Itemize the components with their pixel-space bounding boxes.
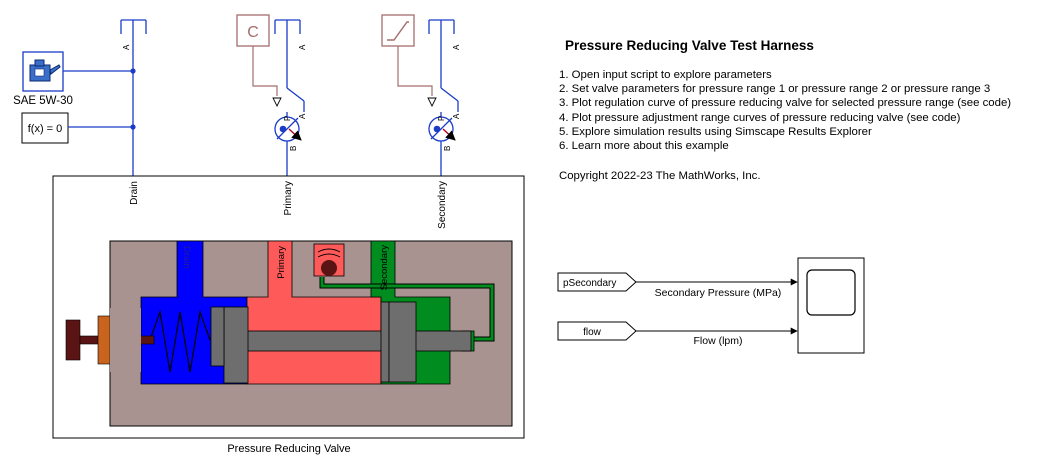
signal-ramp-arrow <box>427 97 437 108</box>
step-explore-results[interactable]: 5. Explore simulation results using Sims… <box>559 125 872 138</box>
steps-list: 1. Open input script to explore paramete… <box>559 68 1049 153</box>
secondary-src-port-p: P <box>437 116 446 121</box>
primary-src-port-b: B <box>289 146 298 151</box>
from-psecondary-label: pSecondary <box>563 278 616 289</box>
model-annotation: Pressure Reducing Valve Test Harness 1. … <box>559 38 1049 182</box>
icon-label-primary: Primary <box>276 246 287 279</box>
solver-configuration-block[interactable]: f(x) = 0 <box>21 112 69 144</box>
step-open-input-script[interactable]: 1. Open input script to explore paramete… <box>559 69 772 81</box>
ref-port-a-secondary: A <box>452 44 461 50</box>
primary-src-port-p: P <box>283 116 292 121</box>
secondary-src-port-a: A <box>452 113 461 119</box>
from-block-psecondary[interactable]: pSecondary <box>557 272 637 292</box>
step-learn-more[interactable]: 6. Learn more about this example <box>559 139 729 152</box>
secondary-src-port-b: B <box>443 146 452 151</box>
fluid-properties-block[interactable]: SAE 5W-30 <box>13 51 73 107</box>
icon-label-drain: Drain <box>181 246 192 269</box>
ref-port-a-primary: A <box>298 44 307 50</box>
reference-drain[interactable] <box>120 19 147 34</box>
ramp-block[interactable] <box>381 14 415 47</box>
secondary-pressure-source[interactable] <box>428 112 456 146</box>
step-plot-regulation-curve[interactable]: 3. Plot regulation curve of pressure red… <box>559 97 1012 110</box>
valve-cross-section-icon <box>65 240 513 427</box>
reference-secondary[interactable] <box>428 19 455 34</box>
junction-dots <box>130 68 136 130</box>
from-block-flow[interactable]: flow <box>557 321 637 341</box>
primary-src-port-a: A <box>298 113 307 119</box>
ref-port-a-drain: A <box>122 44 131 50</box>
scope-screen-icon <box>806 269 856 316</box>
from-flow-label: flow <box>583 327 602 338</box>
subsystem-label: Pressure Reducing Valve <box>227 443 350 455</box>
solver-label: f(x) = 0 <box>28 123 63 135</box>
port-label-primary: Primary <box>283 181 294 215</box>
step-set-valve-parameters[interactable]: 2. Set valve parameters for pressure ran… <box>559 83 991 96</box>
oil-can-icon <box>29 59 61 82</box>
reference-primary[interactable] <box>274 19 301 34</box>
icon-label-secondary: Secondary <box>379 245 390 291</box>
port-label-drain: Drain <box>129 181 140 205</box>
copyright-text: Copyright 2022-23 The MathWorks, Inc. <box>559 170 761 183</box>
step-plot-adjustment-range[interactable]: 4. Plot pressure adjustment range curves… <box>559 111 961 124</box>
signal-ramp <box>397 46 433 96</box>
ramp-icon <box>387 21 409 41</box>
signal-label-flow: Flow (lpm) <box>694 335 743 347</box>
primary-pressure-source[interactable] <box>274 112 302 146</box>
hydraulic-lines <box>63 34 459 176</box>
fluid-label: SAE 5W-30 <box>13 95 73 107</box>
signal-label-secondary: Secondary Pressure (MPa) <box>655 287 782 299</box>
constant-block[interactable]: C <box>236 14 270 47</box>
port-label-secondary: Secondary <box>437 181 448 229</box>
annotation-title: Pressure Reducing Valve Test Harness <box>565 38 814 53</box>
pressure-reducing-valve-subsystem[interactable]: Pressure Reducing Valve Drain Primary Se… <box>52 175 525 455</box>
signal-constant-arrow <box>272 97 282 108</box>
scope-block[interactable] <box>797 257 865 354</box>
constant-glyph: C <box>247 24 259 41</box>
signal-constant <box>252 46 278 96</box>
